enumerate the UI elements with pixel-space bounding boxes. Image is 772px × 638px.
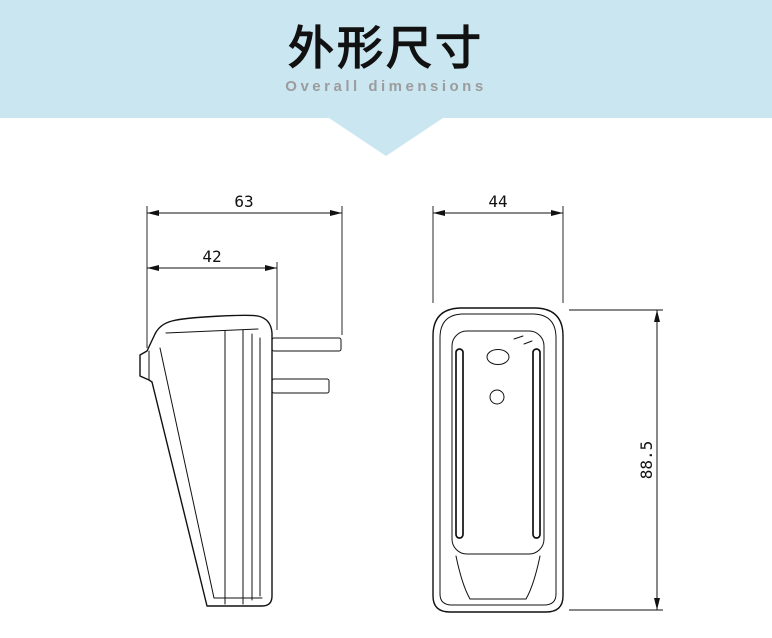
front-view-body xyxy=(432,307,564,613)
side-view-drawing: 63 42 xyxy=(139,192,343,607)
front-view-drawing: 44 88.5 xyxy=(432,192,663,613)
dimension-height: 88.5 xyxy=(569,309,663,611)
dimension-label-total-width: 63 xyxy=(234,192,253,211)
dimension-total-width: 63 xyxy=(146,192,343,348)
front-view-screw-hole xyxy=(489,389,505,405)
dimension-body-width: 42 xyxy=(147,247,278,330)
side-view-pins xyxy=(271,337,342,394)
front-view-button xyxy=(486,349,510,365)
dimension-label-front-width: 44 xyxy=(488,192,507,211)
page-subtitle: Overall dimensions xyxy=(285,77,487,95)
dimension-front-width: 44 xyxy=(432,192,564,303)
dimension-label-body-width: 42 xyxy=(202,247,221,266)
page-title: 外形尺寸 xyxy=(288,22,484,75)
side-view-body xyxy=(139,314,273,607)
header-band: 外形尺寸 Overall dimensions xyxy=(0,0,772,118)
header-notch-triangle xyxy=(329,118,443,156)
dimension-label-height: 88.5 xyxy=(637,441,656,480)
